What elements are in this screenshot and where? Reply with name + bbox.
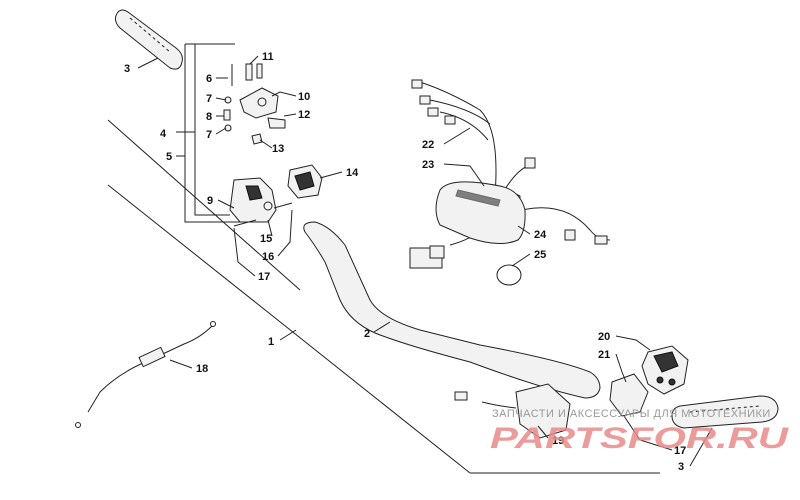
callout-19: 19 xyxy=(552,435,564,447)
frame-line-left xyxy=(107,184,471,474)
callout-7-lower: 7 xyxy=(206,129,212,141)
callout-21: 21 xyxy=(598,349,610,361)
callout-9: 9 xyxy=(207,195,213,207)
callout-6: 6 xyxy=(206,73,212,85)
watermark-logo: PARTSFOR.RU xyxy=(490,422,790,455)
callout-1: 1 xyxy=(268,336,274,348)
callout-3-bottom: 3 xyxy=(678,461,684,473)
callout-18: 18 xyxy=(196,363,208,375)
mount-bracket-10 xyxy=(223,63,286,145)
callout-23: 23 xyxy=(422,159,434,171)
switch-housing-left xyxy=(229,177,277,223)
grip-right xyxy=(671,395,779,429)
housing-19 xyxy=(454,383,571,439)
callout-3-top: 3 xyxy=(124,63,130,75)
callout-13: 13 xyxy=(272,143,284,155)
throttle-cable xyxy=(75,321,216,428)
callout-7-upper: 7 xyxy=(206,93,212,105)
callout-5: 5 xyxy=(166,151,172,163)
callout-4: 4 xyxy=(160,128,167,140)
callout-12: 12 xyxy=(298,109,310,121)
callout-17-left: 17 xyxy=(258,271,270,283)
callout-25: 25 xyxy=(534,249,546,261)
callout-16: 16 xyxy=(262,251,274,263)
leader-lines xyxy=(137,55,713,467)
handlebar xyxy=(303,221,601,399)
callout-14: 14 xyxy=(346,167,359,179)
callout-8: 8 xyxy=(206,111,212,123)
watermark-tagline: ЗАПЧАСТИ И АКСЕССУАРЫ ДЛЯ МОТОТЕХНИКИ xyxy=(492,408,771,420)
callout-11: 11 xyxy=(262,51,274,63)
callout-2: 2 xyxy=(364,328,370,340)
wiring-harness xyxy=(409,79,611,269)
grip-left xyxy=(114,9,183,70)
callout-10: 10 xyxy=(298,91,310,103)
callout-24: 24 xyxy=(534,229,547,241)
switch-housing-right xyxy=(641,345,689,395)
screws-15-17 xyxy=(233,202,293,227)
frame-line-upper xyxy=(107,119,301,291)
callout-20: 20 xyxy=(598,331,610,343)
ring-25 xyxy=(496,264,522,286)
callout-15: 15 xyxy=(260,233,272,245)
callout-22: 22 xyxy=(422,139,434,151)
bracket-4 xyxy=(194,44,230,216)
callout-17-right: 17 xyxy=(674,445,686,457)
switch-14 xyxy=(287,164,323,199)
bracket-5 xyxy=(184,44,240,223)
bracket-21 xyxy=(609,373,649,417)
handlebar-pad xyxy=(435,181,526,244)
